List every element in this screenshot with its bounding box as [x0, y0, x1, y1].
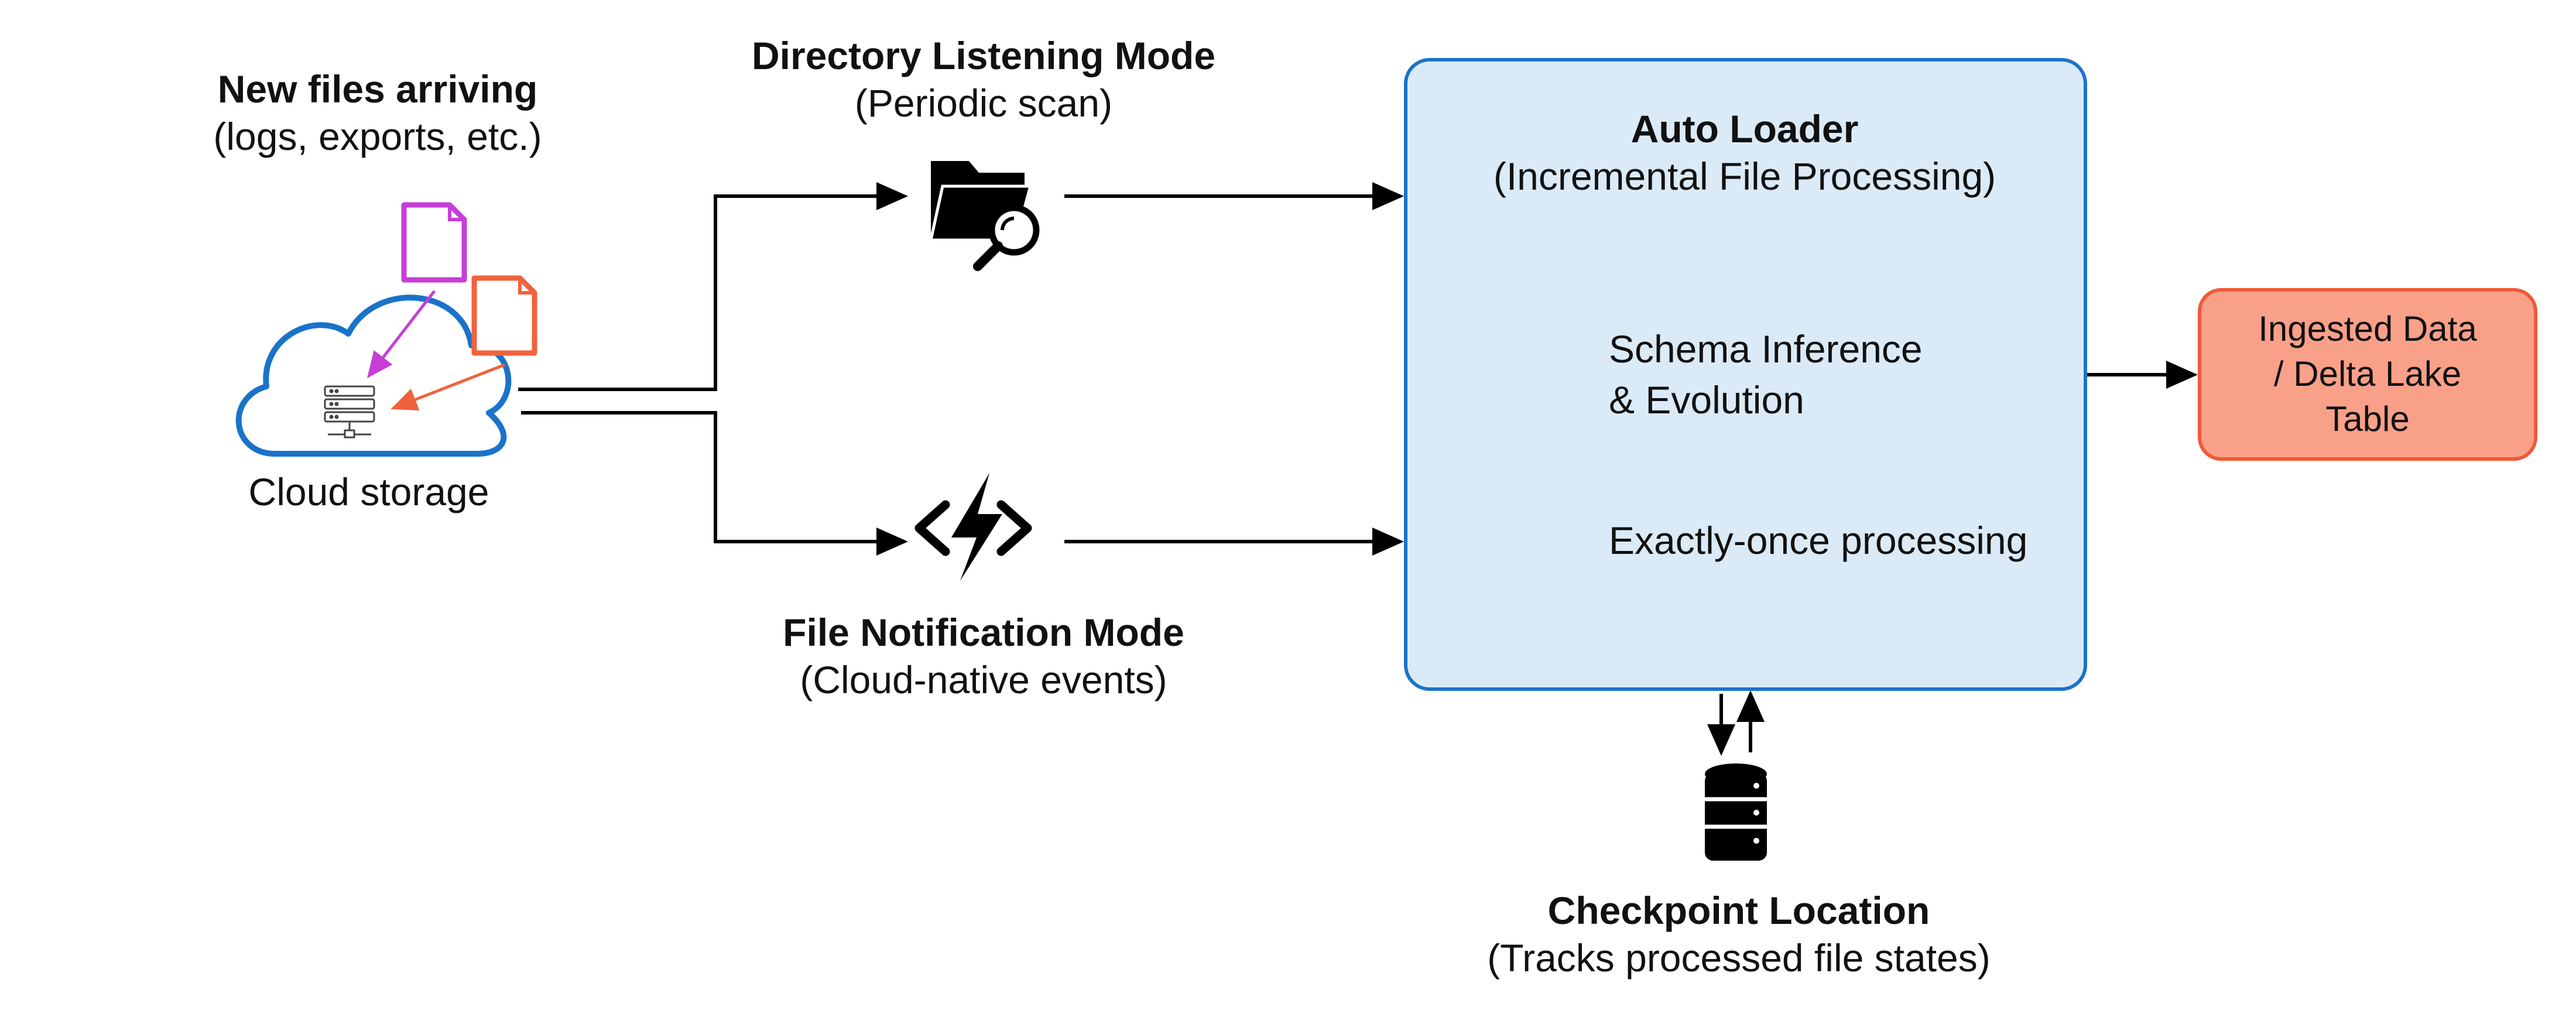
notification-mode-title: File Notification Mode	[783, 611, 1184, 654]
output-box: Ingested Data / Delta Lake Table	[2198, 288, 2537, 461]
output-line3: Table	[2325, 399, 2410, 439]
cloud-storage-icon	[235, 295, 512, 457]
auto-loader-subtitle: (Incremental File Processing)	[1493, 154, 1996, 198]
server-icon	[324, 385, 375, 439]
feature-schema-inference: Schema Inference & Evolution	[1609, 324, 1923, 426]
output-line1: Ingested Data	[2258, 309, 2477, 349]
cloud-storage-label: Cloud storage	[248, 470, 489, 513]
connector-storage-to-notification-mode	[521, 411, 908, 556]
output-line2: / Delta Lake	[2273, 354, 2462, 394]
checkpoint-subtitle: (Tracks processed file states)	[1487, 936, 1991, 980]
source-labels: New files arriving (logs, exports, etc.)	[187, 66, 568, 160]
database-icon	[1705, 763, 1767, 861]
folder-search-icon	[929, 161, 1040, 271]
directory-mode-title: Directory Listening Mode	[751, 34, 1216, 77]
checkpoint-labels: Checkpoint Location (Tracks processed fi…	[1434, 887, 2043, 981]
new-files-subtitle: (logs, exports, etc.)	[213, 114, 542, 158]
directory-mode-subtitle: (Periodic scan)	[854, 81, 1113, 125]
auto-loader-box	[1404, 58, 2087, 691]
feature-schema-line2: & Evolution	[1609, 378, 1804, 422]
file-icon-orange	[471, 275, 537, 356]
auto-loader-labels: Auto Loader (Incremental File Processing…	[1417, 105, 2073, 200]
feature-exactly-once: Exactly-once processing	[1609, 515, 2027, 566]
arrow-orange-file-to-storage	[390, 363, 505, 411]
checkpoint-title: Checkpoint Location	[1547, 889, 1930, 932]
feature-exactly-once-label: Exactly-once processing	[1609, 519, 2028, 562]
feature-schema-line1: Schema Inference	[1609, 327, 1923, 371]
file-icon-purple	[401, 202, 467, 283]
event-bolt-icon	[914, 473, 1032, 581]
arrow-purple-file-to-storage	[366, 290, 436, 378]
directory-mode-labels: Directory Listening Mode (Periodic scan)	[720, 32, 1247, 126]
notification-mode-labels: File Notification Mode (Cloud-native eve…	[720, 609, 1247, 703]
notification-mode-subtitle: (Cloud-native events)	[800, 658, 1167, 701]
auto-loader-title: Auto Loader	[1630, 107, 1859, 150]
connector-storage-to-directory-mode	[518, 182, 908, 391]
new-files-title: New files arriving	[217, 67, 538, 111]
